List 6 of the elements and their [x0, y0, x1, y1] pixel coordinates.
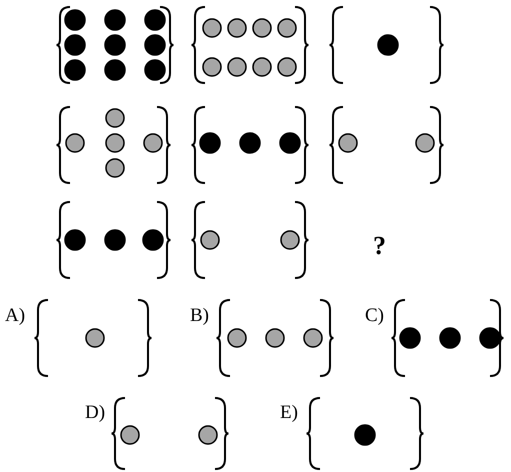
option-label: A)	[5, 306, 26, 325]
option-label: D)	[85, 403, 106, 422]
option-label: C)	[365, 306, 384, 325]
option-label: B)	[190, 306, 209, 325]
option-label: E)	[280, 403, 298, 422]
question-mark: ?	[373, 233, 386, 259]
